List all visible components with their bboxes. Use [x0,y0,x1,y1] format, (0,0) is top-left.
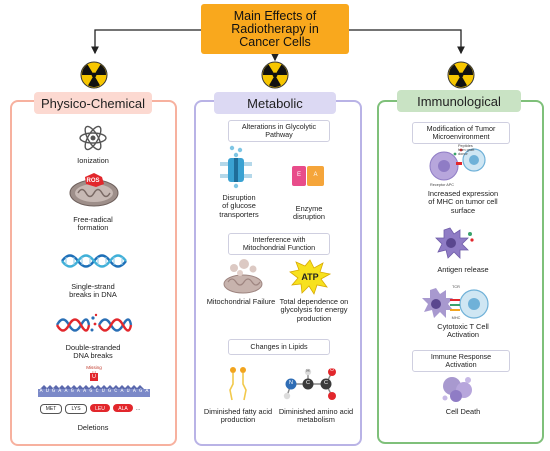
cell-death-icon [442,377,472,402]
cytotoxic-t-cell-icon [422,288,489,319]
missing-u-label: Missing U [86,365,102,375]
deletions-label: Deletions [77,423,109,432]
tcr-label: TCR [452,285,460,289]
base: A [145,388,149,394]
amino-acid-icon [283,368,336,400]
base: A [83,388,87,394]
enzyme-icon [292,166,324,186]
glycolysis-dependence-label: Total dependence on glycolysis for energ… [279,297,349,323]
enzyme-letter-left: E [296,172,301,178]
mitochondria-failure-icon [223,259,263,294]
ros-badge: ROS [86,178,100,184]
arrow-to-immuno [342,26,465,55]
missing-u-base: U [90,373,98,381]
codon-met: MET [40,404,62,414]
glucose-transporter-label: Disruption of glucose transporters [219,193,259,219]
base: G [89,388,93,394]
base: G [70,388,74,394]
mitochondria-ros-icon [69,173,119,207]
antigen-release-icon [435,227,474,259]
immune-response-box: Immune Response Activation [412,350,510,372]
atom-o-label: O [330,368,334,373]
antigen-release-label: Antigen release [437,265,489,274]
glucose-transporter-icon [220,145,252,189]
codon-leu: LEU [90,404,110,412]
cytotoxic-t-cell-label: Cytotoxic T Cell Activation [437,322,489,340]
mrna-strip [38,385,150,397]
metabolic-header: Metabolic [214,92,336,114]
glycolytic-pathway-box: Alterations in Glycolytic Pathway [228,120,330,142]
base: A [39,388,43,394]
dna-single-strand-icon [61,254,127,268]
atom-c2-label: C [324,380,328,386]
base: C [114,388,118,394]
atp-label: ATP [301,272,319,282]
codon-row: MET LYS LEU ALA ... [40,404,156,414]
physico-chemical-header: Physico-Chemical [34,92,152,114]
fatty-acid-label: Diminished fatty acid production [203,407,273,425]
mitochondrial-function-box: Interference with Mitochondrial Function [228,233,330,255]
base: U [126,388,130,394]
peptides-label: Peptides from graft donor [458,144,475,157]
atom-h-label: H [306,368,310,373]
atp-burst-icon [289,259,332,295]
codon-ala: ALA [113,404,133,412]
single-strand-label: Single-strand breaks in DNA [69,282,117,300]
fatty-acid-icon [229,367,247,401]
ionization-label: Ionization [77,156,109,165]
free-radical-label: Free-radical formation [73,215,113,233]
base: A [120,388,124,394]
atom-c-label: C [306,380,310,386]
codon-lys: LYS [65,404,87,414]
dna-double-strand-break-icon [55,313,133,332]
base: A [58,388,62,394]
base: G [52,388,56,394]
immunological-header: Immunological [397,90,521,112]
atom-icon [79,125,107,151]
base: A [132,388,136,394]
enzyme-disruption-label: Enzyme disruption [292,204,326,222]
tumor-microenvironment-box: Modification of Tumor Microenvironment [412,122,510,144]
base: G [139,388,143,394]
enzyme-letter-right: A [313,172,318,178]
base: U [45,388,49,394]
apc-mhc-icon [429,148,486,181]
base: G [108,388,112,394]
cell-death-label: Cell Death [445,407,481,416]
codon-ellipsis: ... [136,406,141,412]
radiation-icon-right [447,61,475,89]
arrow-to-physico [91,26,208,55]
base: U [101,388,105,394]
radiation-icon-left [80,61,108,89]
amino-acid-label: Diminished amino acid metabolism [278,407,354,425]
base: A [76,388,80,394]
main-title: Main Effects of Radiotherapy in Cancer C… [201,4,349,54]
mrna-bases: A U G A A G A A G C U G C A U A G A [38,388,150,394]
radiation-icon-middle [261,61,289,89]
double-strand-label: Double-stranded DNA breaks [65,343,121,361]
mitochondrial-failure-label: Mitochondrial Failure [206,297,276,306]
base: A [64,388,68,394]
mhc-small-label: MHC [451,316,461,320]
mhc-expression-label: Increased expression of MHC on tumor cel… [427,189,499,215]
base: C [95,388,99,394]
atom-n-label: N [289,380,293,386]
receptor-apc-label: Receptor APC [429,183,455,187]
lipids-box: Changes in Lipids [228,339,330,355]
